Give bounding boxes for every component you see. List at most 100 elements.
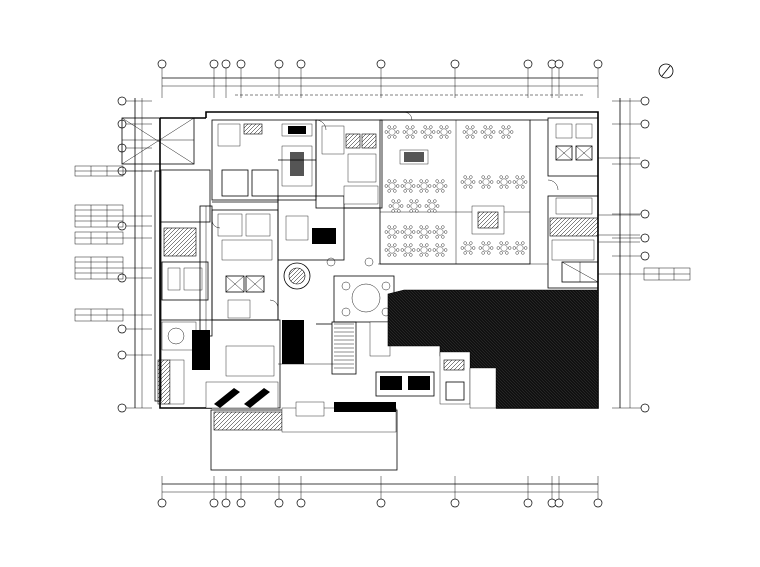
table-top (500, 178, 508, 186)
grid-bubble (296, 59, 306, 69)
stair-shaft-top-left (121, 117, 195, 165)
chair (403, 189, 407, 193)
grid-bubble (376, 59, 386, 69)
chair (472, 246, 476, 250)
lift-lobby (211, 209, 279, 321)
chair (465, 135, 469, 139)
dining-table (424, 199, 440, 213)
chair (419, 189, 423, 193)
chair (444, 184, 448, 188)
dining-table (402, 125, 418, 139)
chair (419, 253, 423, 257)
chair (409, 209, 413, 213)
chair (409, 189, 413, 193)
chair (414, 130, 418, 134)
left-dimension-lines (134, 98, 143, 408)
chair (435, 253, 439, 257)
chair (428, 230, 432, 234)
table-top (502, 128, 510, 136)
grid-bubble (554, 59, 564, 69)
chair (393, 179, 397, 183)
grid-bubble (117, 273, 127, 283)
kitchen-core (211, 119, 317, 201)
table-top (410, 202, 418, 210)
chair (403, 179, 407, 183)
chair (409, 243, 413, 247)
chair (411, 135, 415, 139)
dining-table (432, 225, 448, 239)
dining-table (384, 179, 400, 193)
chair (409, 225, 413, 229)
chair (465, 125, 469, 129)
right-annotation-table (598, 157, 691, 281)
chair (424, 204, 428, 208)
chair (498, 130, 502, 134)
chair (419, 235, 423, 239)
top-dimension-lines (162, 77, 598, 96)
chair (393, 135, 397, 139)
annotation-table (74, 256, 152, 280)
dining-table (384, 243, 400, 257)
chair (469, 175, 473, 179)
chair (397, 209, 401, 213)
chair (384, 248, 388, 252)
chair (469, 251, 473, 255)
grid-bubble (640, 159, 650, 169)
table-top (404, 246, 412, 254)
chair (463, 185, 467, 189)
chair (419, 243, 423, 247)
chair (439, 135, 443, 139)
chair (420, 130, 424, 134)
chair (405, 135, 409, 139)
chair (441, 189, 445, 193)
chair (387, 135, 391, 139)
chair (396, 230, 400, 234)
chair (496, 180, 500, 184)
chair (387, 189, 391, 193)
dining-table (460, 175, 476, 189)
chair (409, 235, 413, 239)
chair (403, 225, 407, 229)
chair (508, 180, 512, 184)
bottom-dimension-lines (162, 483, 598, 493)
grid-bubble (296, 498, 306, 508)
chair (524, 180, 528, 184)
chair (515, 175, 519, 179)
chair (499, 241, 503, 245)
dining-table (478, 241, 494, 255)
chair (521, 185, 525, 189)
grid-bubble (157, 59, 167, 69)
chair (505, 241, 509, 245)
chair (425, 179, 429, 183)
chair (391, 209, 395, 213)
grid-bubble (117, 403, 127, 413)
chair (436, 130, 440, 134)
dining-table (384, 125, 400, 139)
table-top (436, 228, 444, 236)
chair (496, 246, 500, 250)
chair (406, 204, 410, 208)
dining-table (420, 125, 436, 139)
table-top (464, 178, 472, 186)
dining-table (432, 243, 448, 257)
dining-table (432, 179, 448, 193)
chair (507, 135, 511, 139)
chair (441, 235, 445, 239)
interior-partitions (212, 119, 548, 365)
grid-bubble (640, 233, 650, 243)
chair (425, 225, 429, 229)
chair (489, 135, 493, 139)
chair (462, 130, 466, 134)
chair (487, 185, 491, 189)
chair (472, 180, 476, 184)
chair (412, 230, 416, 234)
dining-tables (384, 125, 528, 257)
chair (409, 199, 413, 203)
service-corridor (277, 195, 374, 290)
grid-bubble (640, 251, 650, 261)
door-swings (211, 111, 559, 309)
chair (481, 251, 485, 255)
table-top (484, 128, 492, 136)
chair (393, 189, 397, 193)
chair (384, 130, 388, 134)
